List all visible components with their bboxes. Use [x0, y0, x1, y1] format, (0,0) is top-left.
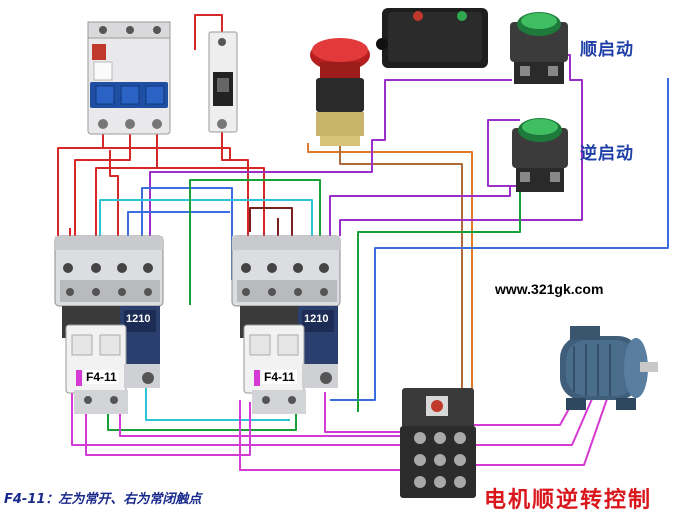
- aux-block-2-label: F4-11: [262, 370, 297, 384]
- wire-darkred-1: [249, 207, 293, 236]
- wire-red-5: [103, 147, 249, 236]
- circuit-breaker-3p: [87, 21, 171, 135]
- website-label: www.321gk.com: [495, 281, 604, 297]
- wire-orange-1: [307, 143, 473, 420]
- motor: [560, 326, 658, 410]
- reverse-start-button: [512, 118, 568, 192]
- wire-red-6: [157, 167, 265, 236]
- forward-start-label: 顺启动: [580, 40, 634, 60]
- wire-orange-2: [339, 135, 463, 395]
- stop-button: [310, 38, 370, 146]
- contactor-1-model-label: 1210: [126, 313, 151, 325]
- wire-cyan-2: [145, 380, 290, 421]
- reverse-start-label: 逆启动: [580, 144, 634, 164]
- wire-purple-3: [487, 119, 520, 187]
- wire-purple-2: [339, 54, 583, 236]
- wire-magenta-4: [119, 410, 410, 437]
- contactor-2-model-label: 1210: [304, 313, 329, 325]
- wire-blue-3: [127, 211, 230, 236]
- wire-red-7: [194, 14, 223, 50]
- wire-magenta-7: [465, 391, 596, 446]
- diagram-title: 电机顺逆转控制: [484, 488, 653, 513]
- forward-start-button: [510, 12, 568, 84]
- wire-magenta-1: [71, 390, 400, 446]
- circuit-breaker-1p: [208, 31, 238, 133]
- wire-magenta-6: [460, 384, 583, 426]
- wire-green-3: [107, 412, 297, 431]
- wire-green-1: [189, 179, 321, 305]
- wire-red-3: [95, 128, 158, 236]
- wire-purple-1: [149, 79, 512, 236]
- wire-green-2: [357, 180, 521, 412]
- wire-magenta-3: [239, 400, 415, 471]
- aux-block-1-label: F4-11: [84, 370, 119, 384]
- thermal-relay: [400, 388, 476, 498]
- wire-cyan-1: [99, 199, 313, 240]
- wire-purple-4: [329, 186, 511, 236]
- wire-red-4: [109, 150, 119, 236]
- wires: [57, 14, 669, 471]
- contact-note: F4-11：左为常开、右为常闭触点: [4, 492, 202, 507]
- contactor-1: [54, 235, 164, 414]
- wire-magenta-5: [324, 392, 420, 433]
- wire-magenta-2: [85, 402, 251, 456]
- wire-blue-2: [330, 78, 669, 401]
- contactor-2: [231, 235, 341, 414]
- wire-red-8: [221, 128, 230, 161]
- wire-magenta-8: [468, 395, 609, 466]
- button-box: [376, 8, 488, 68]
